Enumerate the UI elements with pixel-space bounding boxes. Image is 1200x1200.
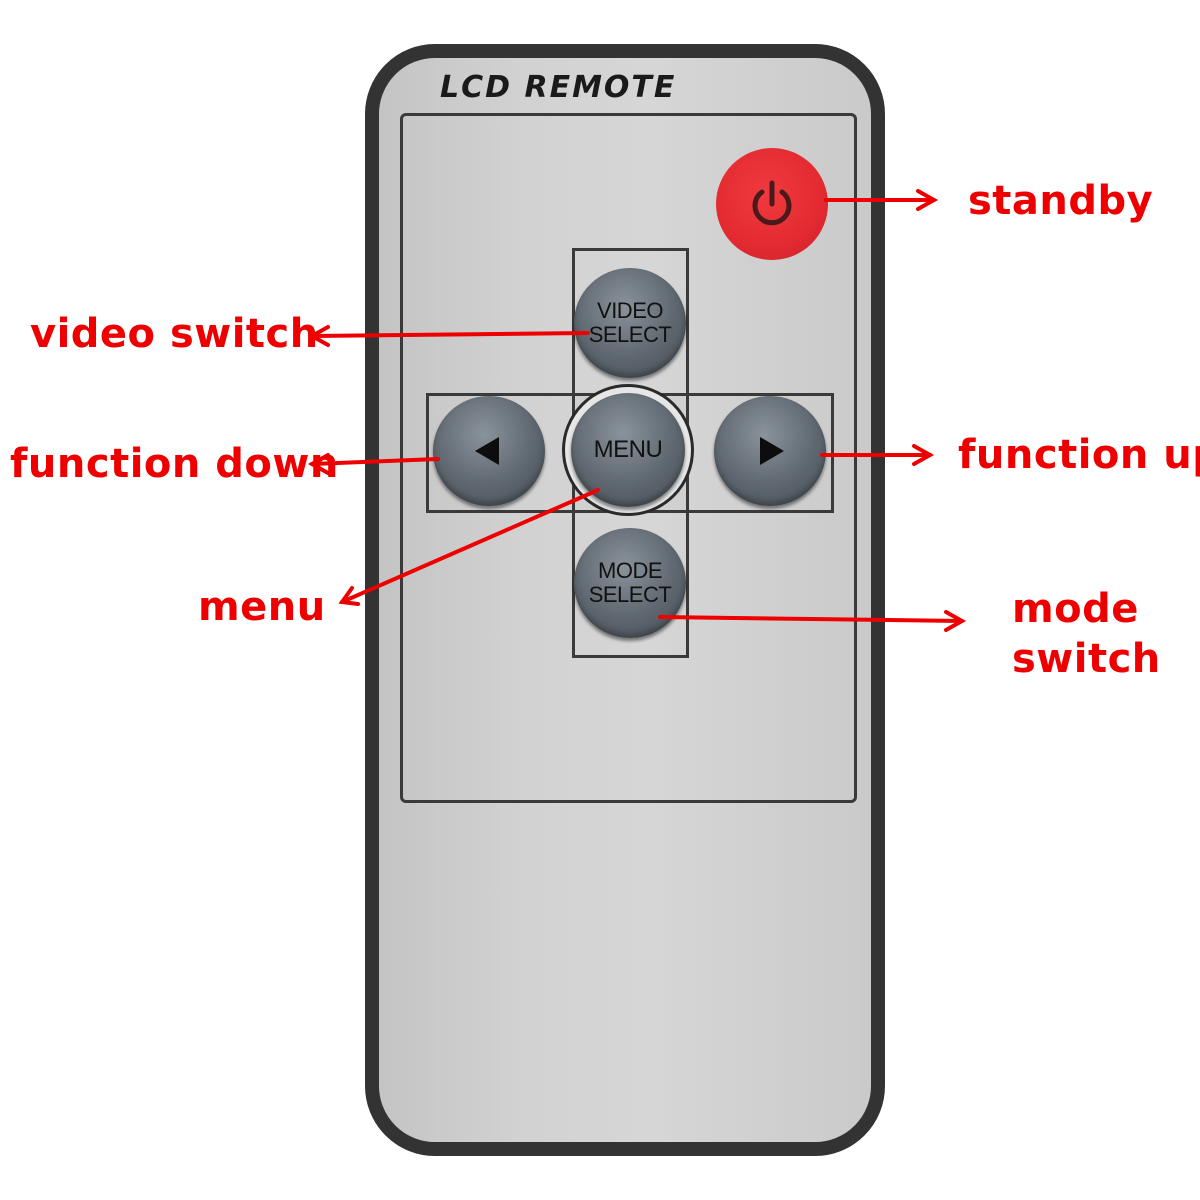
mode-switch-callout-line1: mode bbox=[1012, 586, 1139, 632]
menu-arrow bbox=[340, 488, 600, 604]
video-switch-callout: video switch bbox=[30, 311, 319, 357]
mode-select-button[interactable]: MODE SELECT bbox=[574, 528, 686, 638]
video-select-button[interactable]: VIDEO SELECT bbox=[574, 268, 686, 378]
menu-button[interactable]: MENU bbox=[571, 393, 685, 507]
menu-callout: menu bbox=[198, 584, 326, 630]
triangle-left-icon bbox=[475, 437, 499, 465]
mode-switch-arrowhead bbox=[944, 610, 967, 632]
standby-arrowhead bbox=[916, 189, 939, 211]
right-button[interactable] bbox=[714, 396, 826, 506]
mode-select-label-line2: SELECT bbox=[588, 582, 672, 607]
video-select-label-line2: SELECT bbox=[588, 322, 672, 347]
mode-switch-arrow bbox=[658, 615, 964, 623]
left-button[interactable] bbox=[433, 396, 545, 506]
video-switch-arrowhead bbox=[307, 325, 330, 347]
standby-button[interactable] bbox=[716, 148, 828, 260]
power-icon bbox=[752, 180, 792, 226]
mode-switch-callout: mode switch bbox=[1012, 584, 1161, 684]
standby-callout: standby bbox=[968, 178, 1154, 224]
triangle-right-icon bbox=[760, 437, 784, 465]
brand-label: LCD REMOTE bbox=[440, 70, 677, 105]
function-down-arrow bbox=[310, 457, 440, 466]
menu-arrowhead bbox=[338, 586, 360, 606]
function-up-callout: function up bbox=[958, 432, 1200, 478]
video-select-label-line1: VIDEO bbox=[597, 298, 663, 323]
mode-select-label-line1: MODE bbox=[598, 558, 663, 583]
function-down-callout: function down bbox=[10, 441, 339, 487]
keypad-frame bbox=[400, 113, 857, 803]
menu-button-label: MENU bbox=[593, 436, 663, 463]
mode-switch-callout-line2: switch bbox=[1012, 636, 1161, 682]
function-down-arrowhead bbox=[307, 453, 330, 475]
function-up-arrowhead bbox=[912, 444, 935, 466]
video-switch-arrow bbox=[310, 331, 590, 338]
